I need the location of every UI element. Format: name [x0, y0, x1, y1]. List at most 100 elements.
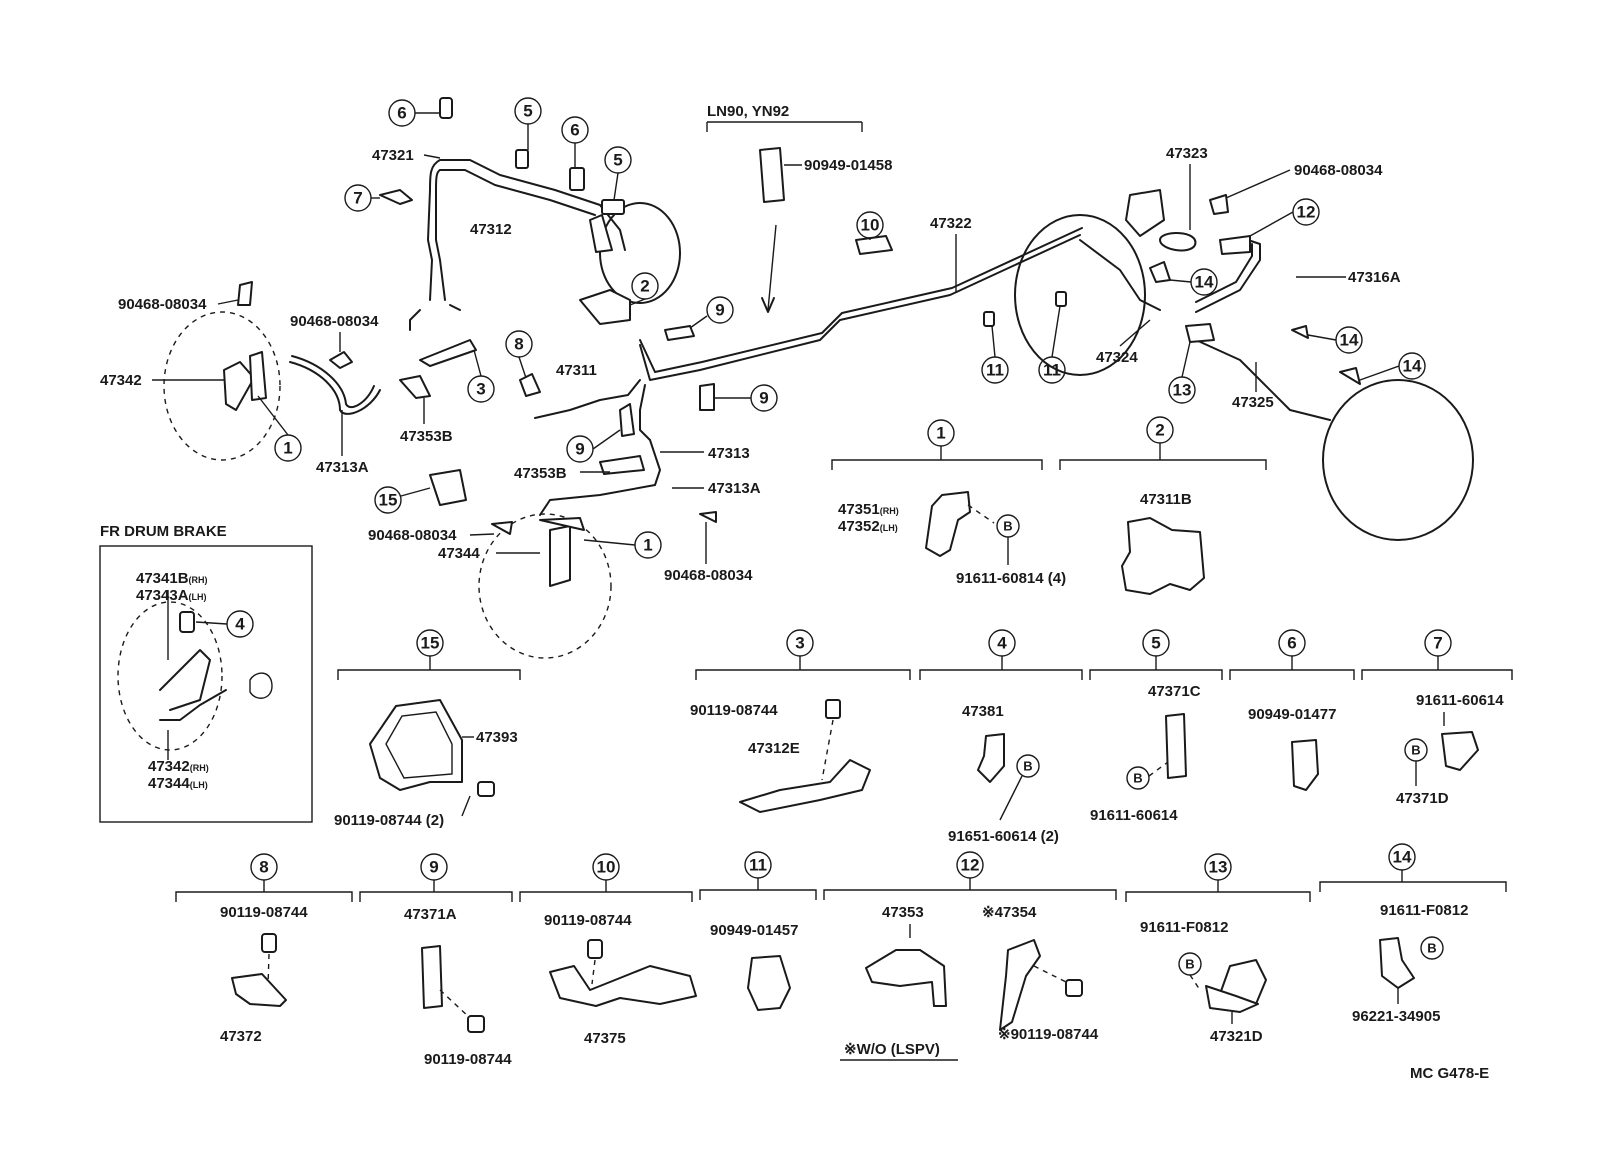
svg-text:9: 9 — [575, 440, 584, 459]
label-90468-08034-a: 90468-08034 — [1294, 162, 1383, 179]
main-parts — [223, 97, 1361, 587]
label-47316A: 47316A — [1348, 269, 1401, 286]
svg-text:8: 8 — [259, 858, 268, 877]
svg-text:8: 8 — [514, 335, 523, 354]
fr-drum — [117, 601, 223, 751]
label-47313A-b: 47313A — [708, 480, 761, 497]
label-90468-08034-c: 90468-08034 — [290, 313, 379, 330]
callout-5: 5 47371C B 91611-60614 — [1089, 629, 1223, 824]
svg-text:13: 13 — [1173, 381, 1192, 400]
svg-text:6: 6 — [397, 104, 406, 123]
c7-bolt: 91611-60614 — [1416, 692, 1504, 709]
callout-6: 6 90949-01477 — [1229, 629, 1355, 791]
svg-text:3: 3 — [795, 634, 804, 653]
svg-text:2: 2 — [1155, 421, 1164, 440]
c1-bolt: 91611-60814 (4) — [956, 570, 1066, 587]
svg-text:15: 15 — [421, 634, 440, 653]
label-47313: 47313 — [708, 445, 750, 462]
label-47353B-a: 47353B — [400, 428, 453, 445]
figure-code: MC G478-E — [1410, 1065, 1489, 1082]
c9-bolt: 90119-08744 — [424, 1051, 512, 1068]
c10-part: 47375 — [584, 1030, 626, 1047]
c12-part-a: 47353 — [882, 904, 924, 921]
label-90468-08034-b: 90468-08034 — [118, 296, 207, 313]
rear-left-drum — [1014, 214, 1146, 376]
svg-text:3: 3 — [476, 380, 485, 399]
svg-text:11: 11 — [749, 856, 767, 875]
front-right-disc — [478, 513, 612, 659]
label-47323: 47323 — [1166, 145, 1208, 162]
c8-bolt: 90119-08744 — [220, 904, 308, 921]
svg-text:11: 11 — [986, 361, 1004, 380]
c4-part: 47381 — [962, 703, 1004, 720]
c6-part: 90949-01477 — [1248, 706, 1336, 723]
drum-label-2: 47343A(LH) — [136, 587, 207, 604]
c12-part-b: ※47354 — [982, 904, 1037, 921]
c1-label-a: 47351(RH) — [838, 501, 899, 518]
label-47322: 47322 — [930, 215, 972, 232]
svg-text:7: 7 — [1433, 634, 1442, 653]
svg-text:9: 9 — [429, 858, 438, 877]
main-ref-circles: 6 5 6 5 7 2 9 8 3 1 9 9 15 1 10 11 11 12 — [257, 97, 1426, 559]
svg-text:1: 1 — [643, 536, 652, 555]
c5-part: 47371C — [1148, 683, 1201, 700]
callout-11: 11 90949-01457 — [699, 851, 817, 1011]
svg-text:7: 7 — [353, 189, 362, 208]
label-90949-01458: 90949-01458 — [804, 157, 892, 174]
svg-text:11: 11 — [1043, 361, 1061, 380]
callout-1: 1 B 47351(RH) 47352(LH) 91611-60814 (4) — [831, 419, 1066, 587]
svg-text:14: 14 — [1340, 331, 1359, 350]
label-47353B-b: 47353B — [514, 465, 567, 482]
c15-bolt: 90119-08744 (2) — [334, 812, 444, 829]
fr-drum-brake-title: FR DRUM BRAKE — [100, 523, 227, 540]
svg-text:4: 4 — [997, 634, 1007, 653]
callout-8: 8 90119-08744 47372 — [175, 853, 353, 1045]
label-90468-08034-d: 90468-08034 — [368, 527, 457, 544]
c13-bolt: 91611-F0812 — [1140, 919, 1228, 936]
drum-label-3: 47342(RH) — [148, 758, 209, 775]
drum-label-1: 47341B(RH) — [136, 570, 208, 587]
c4-bolt: 91651-60614 (2) — [948, 828, 1059, 845]
c9-part: 47371A — [404, 906, 457, 923]
svg-text:14: 14 — [1403, 357, 1422, 376]
callout-10: 10 90119-08744 47375 — [519, 853, 697, 1047]
svg-text:9: 9 — [715, 301, 724, 320]
svg-text:B: B — [1411, 743, 1420, 758]
svg-text:B: B — [1185, 957, 1194, 972]
c8-part: 47372 — [220, 1028, 262, 1045]
label-47324: 47324 — [1096, 349, 1138, 366]
label-47311: 47311 — [556, 362, 597, 379]
svg-text:15: 15 — [379, 491, 398, 510]
callout-7: 7 91611-60614 B 47371D — [1361, 629, 1513, 807]
fr-drum-brake-box — [99, 545, 313, 823]
svg-text:14: 14 — [1393, 848, 1412, 867]
callout-3: 3 90119-08744 47312E — [690, 629, 911, 813]
callout-13: 13 91611-F0812 B 47321D — [1125, 853, 1311, 1045]
svg-text:B: B — [1133, 771, 1142, 786]
svg-text:10: 10 — [861, 216, 880, 235]
c13-part: 47321D — [1210, 1028, 1263, 1045]
wo-lspv-note: ※W/O (LSPV) — [844, 1041, 940, 1058]
svg-text:2: 2 — [640, 277, 649, 296]
svg-text:14: 14 — [1195, 273, 1214, 292]
callout-15: 15 47393 90119-08744 (2) — [334, 629, 521, 829]
label-47342: 47342 — [100, 372, 142, 389]
svg-text:12: 12 — [961, 856, 980, 875]
svg-text:5: 5 — [523, 102, 532, 121]
svg-text:6: 6 — [1287, 634, 1296, 653]
label-47313A-a: 47313A — [316, 459, 369, 476]
callout-9: 9 47371A 90119-08744 — [359, 853, 513, 1068]
label-47312: 47312 — [470, 221, 512, 238]
label-90468-08034-e: 90468-08034 — [664, 567, 753, 584]
c1-label-b: 47352(LH) — [838, 518, 898, 535]
svg-text:B: B — [1003, 519, 1012, 534]
rear-right-drum — [1322, 379, 1474, 541]
c14-bolt: 91611-F0812 — [1380, 902, 1468, 919]
svg-text:9: 9 — [759, 389, 768, 408]
main-labels: 47321 47312 90949-01458 47322 47323 9046… — [100, 145, 1401, 584]
svg-text:6: 6 — [570, 121, 579, 140]
label-47344: 47344 — [438, 545, 480, 562]
svg-text:4: 4 — [235, 615, 245, 634]
